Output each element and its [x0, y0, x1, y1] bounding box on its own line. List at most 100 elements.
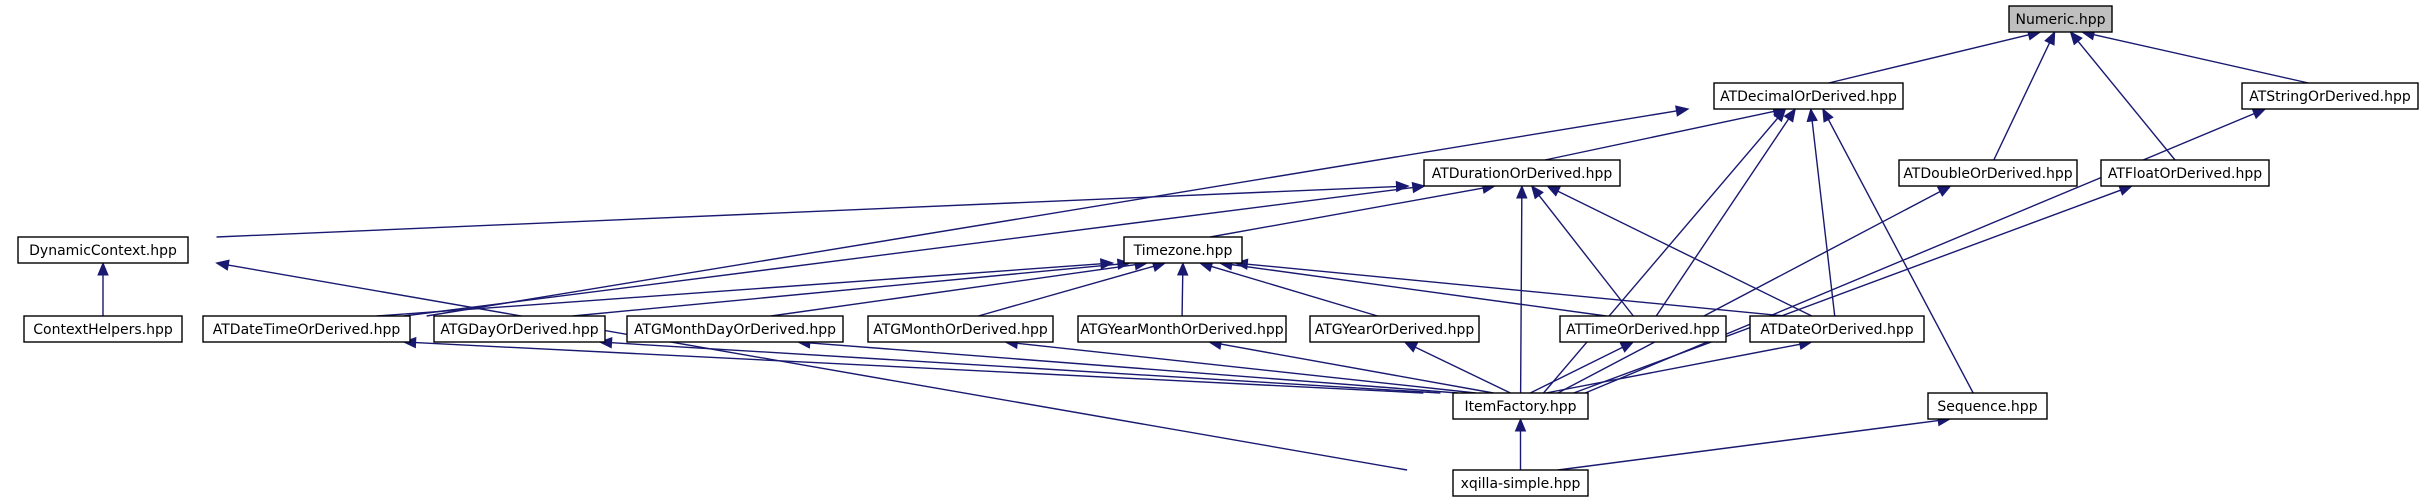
node-box[interactable]	[1077, 315, 1287, 343]
node-atgyear[interactable]: ATGYearOrDerived.hpp	[1309, 315, 1480, 343]
edge-line	[376, 263, 1101, 317]
node-box[interactable]	[1559, 315, 1727, 343]
edge-atgyear-to-timezone	[1198, 261, 1378, 317]
node-label[interactable]: ATDurationOrDerived.hpp	[1432, 166, 1613, 182]
edge-attime-to-atduration	[1530, 184, 1634, 317]
node-label[interactable]: ATTimeOrDerived.hpp	[1566, 322, 1720, 338]
edge-itemfactory-to-atstring	[1584, 108, 2267, 394]
node-box[interactable]	[626, 315, 844, 343]
node-box[interactable]	[23, 315, 183, 343]
node-label[interactable]: ATGMonthDayOrDerived.hpp	[634, 322, 836, 338]
node-numeric[interactable]: Numeric.hpp	[2008, 5, 2113, 33]
node-atgyearmonth[interactable]: ATGYearMonthOrDerived.hpp	[1077, 315, 1287, 343]
node-box[interactable]	[867, 315, 1054, 343]
edge-atgmonthday-to-timezone	[770, 259, 1149, 317]
edge-line	[228, 264, 1408, 471]
node-box[interactable]	[2008, 5, 2113, 33]
arrowhead	[1516, 184, 1528, 199]
node-box[interactable]	[1749, 315, 1925, 343]
node-dynamiccontext[interactable]: DynamicContext.hpp	[17, 236, 189, 264]
edge-atdatetime-to-timezone	[376, 258, 1115, 317]
node-box[interactable]	[433, 315, 606, 343]
arrowhead	[1783, 107, 1796, 123]
arrowhead	[1619, 341, 1635, 353]
node-contexthelpers[interactable]: ContextHelpers.hpp	[23, 315, 183, 343]
node-label[interactable]: ContextHelpers.hpp	[33, 322, 173, 338]
node-box[interactable]	[1309, 315, 1480, 343]
edge-line	[1544, 110, 1774, 161]
edge-atstring-to-numeric	[2080, 29, 2309, 84]
node-box[interactable]	[202, 315, 411, 343]
node-label[interactable]: Sequence.hpp	[1937, 399, 2037, 415]
arrowhead	[1772, 108, 1787, 123]
node-atdouble[interactable]: ATDoubleOrDerived.hpp	[1898, 159, 2078, 187]
node-box[interactable]	[1452, 392, 1589, 420]
node-box[interactable]	[1898, 159, 2078, 187]
node-box[interactable]	[2100, 159, 2270, 187]
node-box[interactable]	[1927, 392, 2048, 420]
edge-line	[1247, 263, 1785, 317]
edge-line	[572, 263, 1119, 317]
node-label[interactable]: ATFloatOrDerived.hpp	[2108, 166, 2262, 182]
edge-atgyearmonth-to-timezone	[1176, 261, 1189, 317]
node-label[interactable]: ATDoubleOrDerived.hpp	[1903, 166, 2072, 182]
node-atgmonthday[interactable]: ATGMonthDayOrDerived.hpp	[626, 315, 844, 343]
node-label[interactable]: DynamicContext.hpp	[29, 243, 177, 259]
edge-itemfactory-to-atdecimal	[1543, 108, 1787, 394]
node-atdatetime[interactable]: ATDateTimeOrDerived.hpp	[202, 315, 411, 343]
edge-line	[1827, 119, 1974, 394]
edge-line	[1220, 343, 1494, 394]
node-atdate[interactable]: ATDateOrDerived.hpp	[1749, 315, 1925, 343]
node-label[interactable]: Numeric.hpp	[2015, 12, 2105, 28]
node-atgday[interactable]: ATGDayOrDerived.hpp	[433, 315, 606, 343]
edge-itemfactory-to-atgyear	[1403, 341, 1511, 394]
node-label[interactable]: ATGYearMonthOrDerived.hpp	[1080, 322, 1284, 338]
node-box[interactable]	[1423, 159, 1621, 187]
edge-contexthelpers-to-dynamiccontext	[97, 261, 109, 316]
node-label[interactable]: ATGDayOrDerived.hpp	[440, 322, 598, 338]
node-attime[interactable]: ATTimeOrDerived.hpp	[1559, 315, 1727, 343]
node-atdecimal[interactable]: ATDecimalOrDerived.hpp	[1713, 82, 1904, 110]
node-atduration[interactable]: ATDurationOrDerived.hpp	[1423, 159, 1621, 187]
node-sequence[interactable]: Sequence.hpp	[1927, 392, 2048, 420]
arrowhead	[2118, 184, 2134, 196]
edge-line	[1211, 265, 1378, 317]
node-box[interactable]	[17, 236, 189, 264]
arrowhead	[1530, 184, 1544, 200]
node-box[interactable]	[1123, 236, 1243, 264]
edge-line	[1557, 190, 1813, 317]
node-label[interactable]: ItemFactory.hpp	[1464, 399, 1576, 415]
arrowhead	[1403, 341, 1419, 353]
edge-itemfactory-to-atduration	[1516, 184, 1528, 394]
node-atfloat[interactable]: ATFloatOrDerived.hpp	[2100, 159, 2270, 187]
edge-xqillasimple-to-sequence	[1557, 414, 1952, 471]
node-itemfactory[interactable]: ItemFactory.hpp	[1452, 392, 1589, 420]
node-label[interactable]: ATDateOrDerived.hpp	[1760, 322, 1913, 338]
node-box[interactable]	[1452, 469, 1589, 497]
edge-itemfactory-to-atgmonth	[1004, 337, 1476, 394]
edge-atdate-to-atduration	[1546, 185, 1813, 317]
node-xqillasimple[interactable]: xqilla-simple.hpp	[1452, 469, 1589, 497]
node-atstring[interactable]: ATStringOrDerived.hpp	[2241, 82, 2419, 110]
node-label[interactable]: ATDateTimeOrDerived.hpp	[213, 322, 401, 338]
arrowhead	[1514, 417, 1527, 432]
node-label[interactable]: ATStringOrDerived.hpp	[2249, 89, 2411, 105]
node-box[interactable]	[2241, 82, 2419, 110]
node-label[interactable]: Timezone.hpp	[1133, 243, 1233, 259]
node-label[interactable]: ATGYearOrDerived.hpp	[1315, 322, 1475, 338]
arrowhead	[1822, 107, 1834, 123]
node-label[interactable]: ATDecimalOrDerived.hpp	[1720, 89, 1897, 105]
node-label[interactable]: ATGMonthOrDerived.hpp	[873, 322, 1048, 338]
node-atgmonth[interactable]: ATGMonthOrDerived.hpp	[867, 315, 1054, 343]
edge-attime-to-timezone	[1218, 259, 1607, 317]
node-label[interactable]: xqilla-simple.hpp	[1461, 476, 1581, 492]
edge-line	[2093, 33, 2309, 84]
node-box[interactable]	[1713, 82, 1904, 110]
edge-line	[978, 265, 1154, 317]
edge-line	[415, 341, 1424, 394]
edge-itemfactory-to-atgmonthday	[796, 337, 1458, 394]
edge-line	[1231, 263, 1607, 317]
arrowhead	[1099, 258, 1115, 270]
node-timezone[interactable]: Timezone.hpp	[1123, 236, 1243, 264]
edge-itemfactory-to-attime	[1529, 341, 1635, 394]
